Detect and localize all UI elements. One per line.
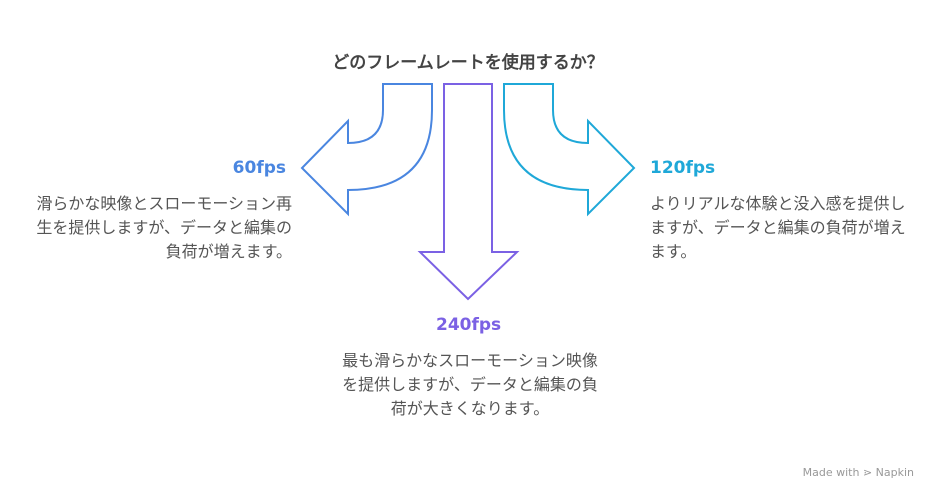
- diagram-title: どのフレームレートを使用するか？: [332, 53, 604, 73]
- option-label-120fps: 120fps: [650, 158, 716, 178]
- arrow-left-60fps: [300, 83, 433, 217]
- option-description-240fps: 最も滑らかなスローモーション映像を提供しますが、データと編集の負荷が大きくなりま…: [342, 351, 598, 418]
- option-label-60fps: 60fps: [232, 158, 286, 178]
- arrow-down-240fps: [417, 83, 520, 301]
- option-label-240fps: 240fps: [436, 315, 502, 335]
- option-description-60fps: 滑らかな映像とスローモーション再生を提供しますが、データと編集の負荷が増えます。: [36, 194, 292, 261]
- arrow-right-120fps: [503, 83, 636, 217]
- napkin-watermark[interactable]: Made with ⋗ Napkin: [802, 466, 914, 479]
- option-description-120fps: よりリアルな体験と没入感を提供しますが、データと編集の負荷が増えます。: [650, 194, 906, 261]
